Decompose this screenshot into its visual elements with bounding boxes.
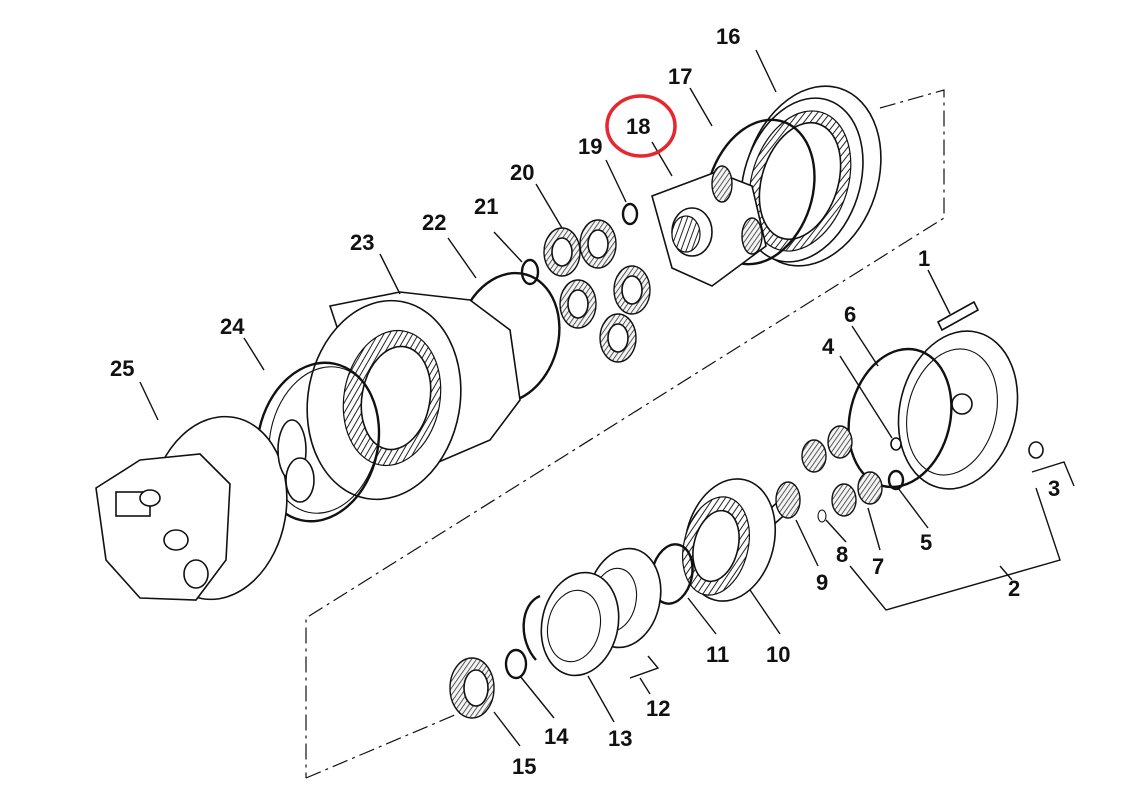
callout-24: 24: [220, 314, 245, 339]
callout-3: 3: [1048, 476, 1060, 501]
part-20-planet-gears: [543, 219, 651, 363]
highlight-circle: [605, 94, 677, 158]
callout-6: 6: [844, 302, 856, 327]
callout-14: 14: [544, 724, 569, 749]
part-25-travel-motor: [95, 415, 315, 601]
callout-20: 20: [510, 160, 534, 185]
callout-13: 13: [608, 726, 632, 751]
callout-5: 5: [920, 530, 932, 555]
callout-16: 16: [716, 24, 740, 49]
part-21-snap-ring: [520, 258, 540, 286]
callout-8: 8: [836, 542, 848, 567]
callout-18: 18: [626, 114, 650, 139]
part-16-ring-gear: [740, 85, 882, 267]
part-15-gear: [449, 657, 495, 719]
leader-lines: [139, 49, 1075, 747]
part-19-snap-ring: [621, 202, 639, 226]
part-1-bolt: [936, 300, 980, 332]
callout-12: 12: [646, 696, 670, 721]
callout-labels: 1 2 3 4 5 6 7 8 9 10 11 12 13 14 15 16 1…: [110, 24, 1060, 779]
callout-22: 22: [422, 210, 446, 235]
callout-2: 2: [1008, 576, 1020, 601]
part-13-plates: [522, 571, 620, 677]
callout-4: 4: [822, 334, 835, 359]
assembly-outline: [305, 89, 945, 779]
part-3-plug: [1028, 441, 1044, 459]
part-4-plug: [890, 437, 902, 451]
callout-11: 11: [706, 642, 729, 667]
callout-21: 21: [474, 194, 498, 219]
part-10-drum-gear: [682, 478, 777, 602]
callout-9: 9: [816, 570, 828, 595]
part-7-gears: [801, 425, 883, 517]
part-8-washer: [817, 509, 827, 523]
callout-1: 1: [918, 246, 930, 271]
callout-25: 25: [110, 356, 134, 381]
part-5-o-ring: [887, 469, 905, 491]
part-6-cover: [847, 330, 1019, 490]
part-23-hub: [306, 291, 521, 501]
part-18-planet-carrier: [651, 165, 767, 287]
callout-15: 15: [512, 754, 536, 779]
part-14-snap-ring: [504, 648, 528, 680]
callout-10: 10: [766, 642, 790, 667]
callout-17: 17: [668, 64, 692, 89]
callout-23: 23: [350, 230, 374, 255]
callout-19: 19: [578, 134, 602, 159]
callout-7: 7: [872, 554, 884, 579]
